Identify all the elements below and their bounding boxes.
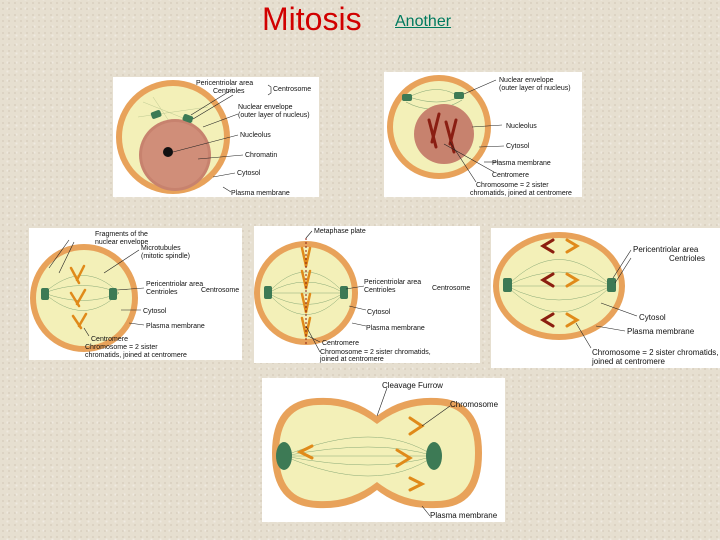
- label-pericentriolar: Pericentriolar area: [364, 279, 421, 286]
- label-chromosome: Chromosome = 2 sister chromatids,: [592, 348, 719, 357]
- label-cytosol: Cytosol: [639, 313, 666, 322]
- centrosome: [503, 278, 512, 292]
- label-nuclear-envelope: Nuclear envelope: [499, 77, 554, 84]
- prometaphase-diagram: Fragments of the nuclear envelope Microt…: [29, 228, 242, 360]
- label-centrioles: Centrioles: [213, 88, 245, 95]
- label-chromosome: Chromosome = 2 sister: [85, 344, 158, 351]
- label-chromosome-2: chromatids, joined at centromere: [85, 352, 187, 359]
- label-pericentriolar: Pericentriolar area: [633, 245, 699, 254]
- label-chromosome: Chromosome: [450, 400, 499, 409]
- label-nucleolus: Nucleolus: [506, 123, 537, 130]
- label-centrosome: Centrosome: [432, 285, 470, 292]
- anaphase-diagram: Pericentriolar area Centrioles Cytosol P…: [491, 228, 720, 368]
- another-link[interactable]: Another: [395, 13, 451, 31]
- label-chromosome: Chromosome = 2 sister: [476, 182, 549, 189]
- nucleolus: [163, 147, 173, 157]
- page-title: Mitosis: [262, 1, 362, 38]
- label-plasma-membrane: Plasma membrane: [430, 511, 498, 520]
- label-chromatin: Chromatin: [245, 152, 277, 159]
- label-centromere: Centromere: [492, 172, 529, 179]
- interphase-diagram: Pericentriolar area Centrioles Centrosom…: [113, 77, 319, 197]
- prometaphase-panel: Fragments of the nuclear envelope Microt…: [29, 228, 242, 360]
- nucleus: [414, 104, 474, 164]
- label-fragments: Fragments of the: [95, 231, 148, 238]
- label-chromosome-2: joined at centromere: [591, 357, 665, 366]
- centrosome: [41, 288, 49, 300]
- label-plasma-membrane: Plasma membrane: [231, 190, 290, 197]
- telophase-diagram: Cleavage Furrow Chromosome Plasma membra…: [262, 378, 505, 522]
- label-pericentriolar: Pericentriolar area: [196, 80, 253, 87]
- label-nuclear-envelope: Nuclear envelope: [238, 104, 293, 111]
- label-plasma-membrane: Plasma membrane: [146, 323, 205, 330]
- label-microtubules-2: (mitotic spindle): [141, 253, 190, 260]
- label-pericentriolar: Pericentriolar area: [146, 281, 203, 288]
- label-nucleolus: Nucleolus: [240, 132, 271, 139]
- label-chromosome: Chromosome = 2 sister chromatids,: [320, 349, 431, 356]
- prophase-panel: Nuclear envelope (outer layer of nucleus…: [384, 72, 582, 197]
- label-nuclear-envelope-2: (outer layer of nucleus): [238, 112, 310, 119]
- title-bar: Mitosis Another: [0, 0, 720, 40]
- label-centrioles: Centrioles: [364, 287, 396, 294]
- interphase-panel: Pericentriolar area Centrioles Centrosom…: [113, 77, 319, 197]
- label-cleavage-furrow: Cleavage Furrow: [382, 381, 443, 390]
- label-plasma-membrane: Plasma membrane: [492, 160, 551, 167]
- centrosome: [264, 286, 272, 299]
- label-cytosol: Cytosol: [237, 170, 261, 177]
- centrosome: [402, 94, 412, 101]
- label-centrosome: Centrosome: [273, 86, 311, 93]
- label-centromere: Centromere: [91, 336, 128, 343]
- metaphase-panel: Metaphase plate Pericentriolar area Cent…: [254, 226, 480, 363]
- label-cytosol: Cytosol: [506, 143, 530, 150]
- label-nuclear-envelope-2: (outer layer of nucleus): [499, 85, 571, 92]
- label-centrioles: Centrioles: [669, 254, 705, 263]
- label-chromosome-2: chromatids, joined at centromere: [470, 190, 572, 197]
- daughter-nucleus: [276, 442, 292, 470]
- prophase-diagram: Nuclear envelope (outer layer of nucleus…: [384, 72, 582, 197]
- label-plasma-membrane: Plasma membrane: [627, 327, 695, 336]
- label-metaphase-plate: Metaphase plate: [314, 228, 366, 235]
- label-centrioles: Centrioles: [146, 289, 178, 296]
- label-centrosome: Centrosome: [201, 287, 239, 294]
- label-microtubules: Microtubules: [141, 245, 181, 252]
- telophase-panel: Cleavage Furrow Chromosome Plasma membra…: [262, 378, 505, 522]
- label-plasma-membrane: Plasma membrane: [366, 325, 425, 332]
- label-cytosol: Cytosol: [367, 309, 391, 316]
- label-chromosome-2: joined at centromere: [319, 356, 384, 363]
- metaphase-diagram: Metaphase plate Pericentriolar area Cent…: [254, 226, 480, 363]
- label-centromere: Centromere: [322, 340, 359, 347]
- label-cytosol: Cytosol: [143, 308, 167, 315]
- anaphase-panel: Pericentriolar area Centrioles Cytosol P…: [491, 228, 720, 368]
